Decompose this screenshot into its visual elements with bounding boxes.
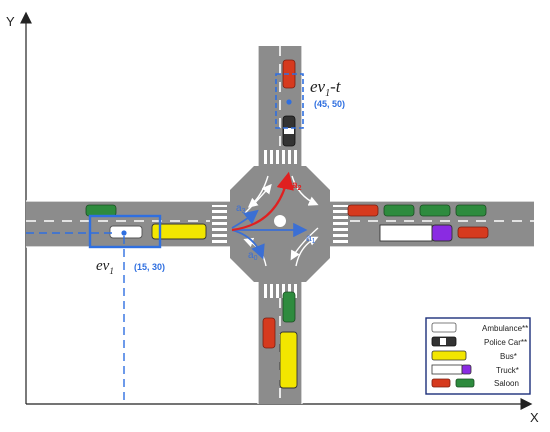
police-car-icon-stripe bbox=[440, 338, 446, 345]
saloon-car bbox=[457, 226, 489, 239]
legend-label: Ambulance** bbox=[482, 324, 528, 333]
truck-trailer bbox=[379, 224, 433, 242]
saloon-car bbox=[85, 204, 117, 217]
legend-label: Truck* bbox=[496, 366, 519, 375]
saloon-car bbox=[455, 204, 487, 217]
legend-label: Bus* bbox=[500, 352, 517, 361]
action-a0-label: a0 bbox=[248, 250, 258, 262]
crosswalk-west bbox=[212, 205, 227, 243]
truck-cab bbox=[431, 224, 453, 242]
ev1-point bbox=[121, 230, 127, 236]
legend-item: Ambulance** bbox=[431, 322, 528, 333]
legend: Ambulance** Police Car** Bus* Truck* Sal… bbox=[425, 317, 531, 395]
action-a2-arrow bbox=[231, 171, 294, 232]
action-a1-label: a1 bbox=[306, 233, 316, 245]
labels: ev1 (15, 30) ev1-t (45, 50) a3 a1 a0 a2 bbox=[96, 77, 345, 276]
ev1-t-highlight bbox=[275, 73, 304, 129]
saloon-car bbox=[282, 291, 296, 323]
legend-item: Saloon bbox=[431, 378, 519, 388]
ev1-t-label: ev1-t bbox=[310, 77, 342, 99]
x-axis-label: X bbox=[530, 410, 539, 425]
saloon-icon bbox=[431, 378, 451, 388]
legend-item: Police Car** bbox=[431, 336, 527, 347]
crosswalk-north bbox=[262, 150, 298, 164]
police-car-stripe bbox=[284, 128, 294, 134]
ambulance-icon bbox=[431, 322, 457, 333]
legend-item: Bus* bbox=[431, 350, 517, 361]
bus-icon bbox=[431, 350, 467, 361]
ev1-box bbox=[88, 214, 162, 249]
y-axis-label: Y bbox=[6, 14, 15, 29]
bus bbox=[279, 331, 298, 389]
roundabout-island bbox=[274, 215, 286, 227]
ev1-coords: (15, 30) bbox=[134, 262, 165, 272]
truck-icon-cab bbox=[461, 364, 472, 375]
action-a0-arrow bbox=[231, 229, 265, 260]
bus bbox=[151, 223, 207, 240]
saloon-car bbox=[347, 204, 379, 217]
legend-item: Truck* bbox=[431, 364, 519, 375]
legend-label: Saloon bbox=[494, 379, 519, 388]
action-a3-arrow bbox=[231, 209, 259, 229]
saloon-icon-green bbox=[455, 378, 475, 388]
saloon-car bbox=[383, 204, 415, 217]
action-arrows bbox=[231, 171, 308, 260]
ev1-t-coords: (45, 50) bbox=[314, 99, 345, 109]
saloon-car bbox=[419, 204, 451, 217]
ev1-t-point bbox=[286, 99, 292, 105]
truck-icon bbox=[431, 364, 463, 375]
legend-label: Police Car** bbox=[484, 338, 527, 347]
saloon-car bbox=[262, 317, 276, 349]
ev1-highlight bbox=[26, 214, 162, 404]
crosswalk-east bbox=[333, 205, 348, 243]
action-a2-label: a2 bbox=[292, 180, 302, 192]
action-a3-label: a3 bbox=[236, 203, 246, 215]
ev1-label: ev1 bbox=[96, 258, 114, 276]
vehicles bbox=[85, 59, 489, 389]
